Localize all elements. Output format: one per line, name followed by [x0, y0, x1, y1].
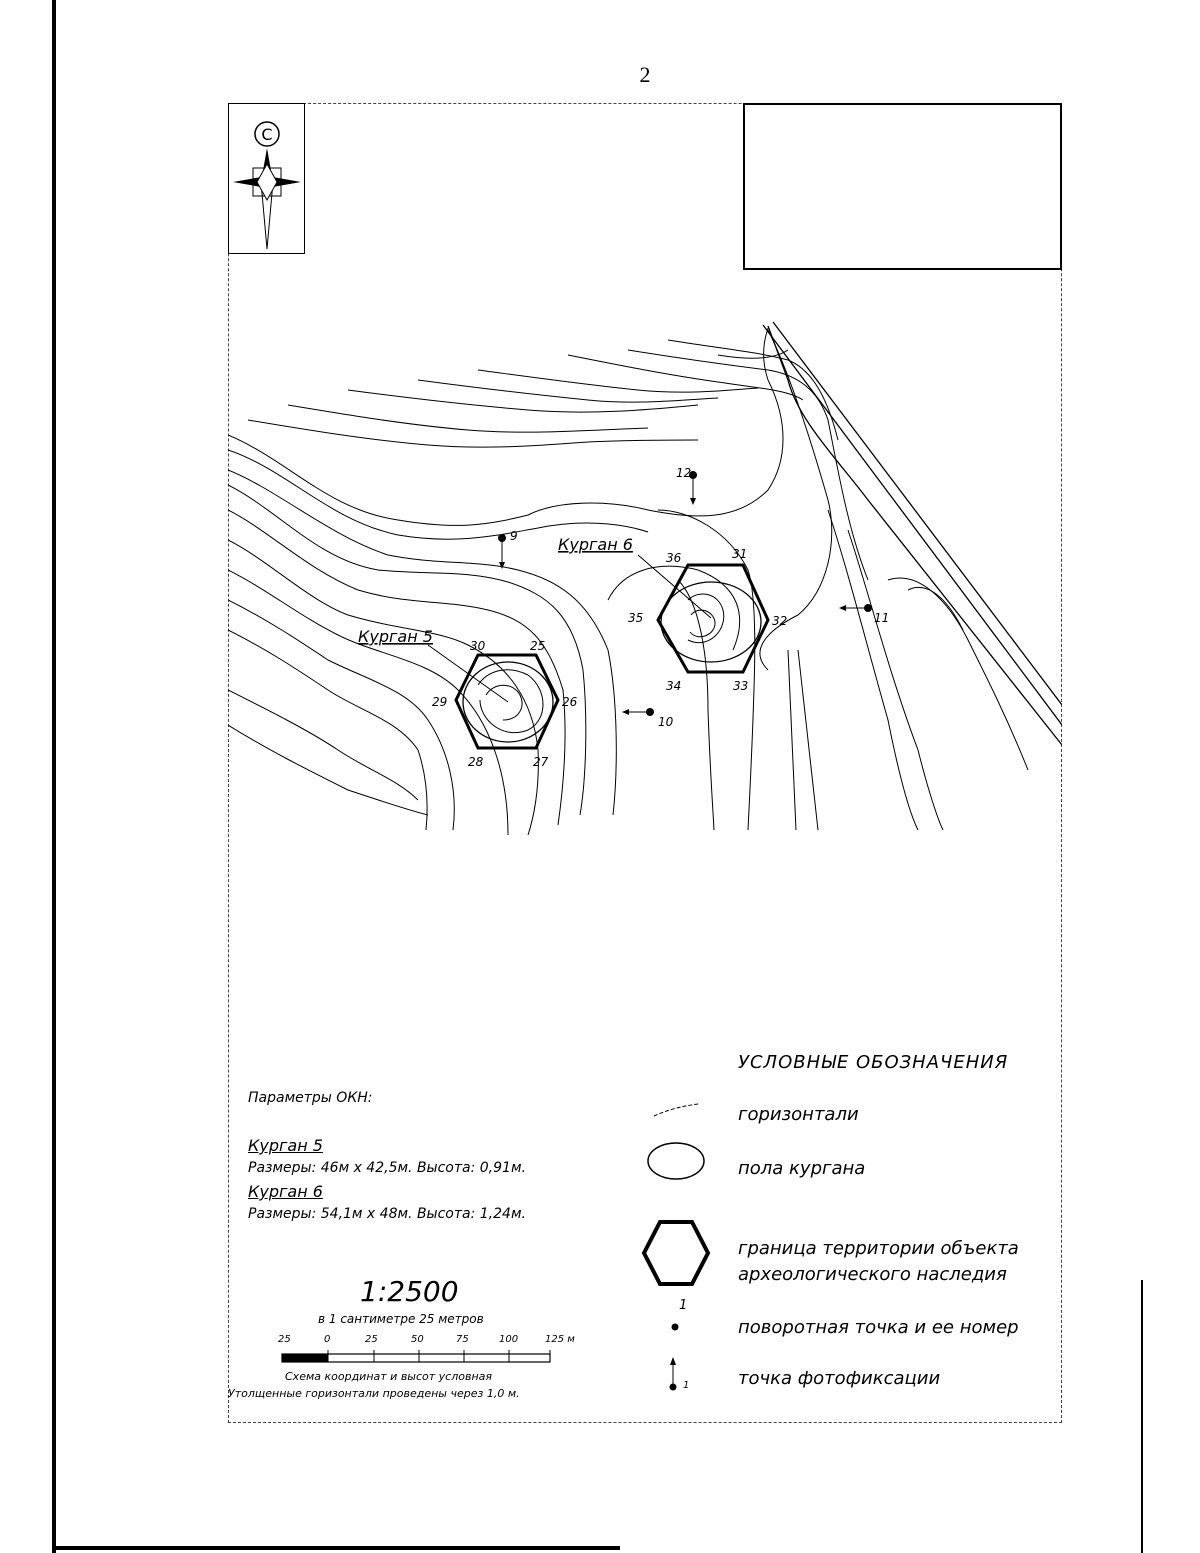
param-kurgan-5-dims: Размеры: 46м х 42,5м. Высота: 0,91м.: [248, 1160, 526, 1176]
hexagon-icon: [641, 1220, 711, 1286]
legend-title: УСЛОВНЫЕ ОБОЗНАЧЕНИЯ: [738, 1052, 1009, 1073]
mound-6-boundary-hexagon: [656, 563, 770, 674]
mound-5-group: Курган 5 30 25 26 27 28 29: [358, 627, 578, 769]
legend-photo-point-number: 1: [683, 1380, 690, 1391]
svg-text:11: 11: [874, 611, 889, 625]
mound-6-point-36: 36: [666, 551, 682, 565]
legend-photo-point-label: точка фотофиксации: [738, 1368, 941, 1389]
mound-5-point-30: 30: [470, 639, 486, 653]
photo-points: 9 12 11 10: [498, 466, 889, 729]
page-number: 2: [639, 62, 651, 87]
scale-tick-100: 100: [499, 1334, 519, 1345]
scale-tick-25: 25: [365, 1334, 378, 1345]
bottom-margin-rule: [55, 1546, 620, 1550]
mound-5-point-27: 27: [533, 755, 549, 769]
scale-tick-75: 75: [456, 1334, 469, 1345]
photo-point-12: 12: [676, 466, 697, 505]
svg-text:12: 12: [676, 466, 691, 480]
photo-point-10: 10: [622, 708, 674, 729]
mound-6-point-31: 31: [732, 547, 747, 561]
mound-5-point-25: 25: [530, 639, 545, 653]
topographic-map: Курган 6 36 31 32 33 34 35 Курган 5 30 2…: [228, 321, 1062, 836]
map-frame: [228, 103, 1062, 1423]
ellipse-icon: [647, 1142, 705, 1180]
svg-text:10: 10: [658, 715, 674, 729]
photo-point-11: 11: [839, 604, 889, 625]
legend-turning-point-number: 1: [679, 1298, 688, 1313]
mound-6-floor-ellipse: [660, 581, 762, 663]
mound-5-label: Курган 5: [358, 627, 433, 646]
mound-5-boundary-hexagon: [454, 653, 560, 750]
scale-subtitle: в 1 сантиметре 25 метров: [318, 1312, 484, 1326]
param-kurgan-6-name: Курган 6: [248, 1182, 323, 1201]
mound-6-label: Курган 6: [558, 535, 633, 554]
scale-tick-50: 50: [411, 1334, 424, 1345]
mound-6-point-33: 33: [733, 679, 748, 693]
mound-6-point-32: 32: [772, 614, 787, 628]
left-margin-rule: [52, 0, 56, 1553]
scheme-note-2: Утолщенные горизонтали проведены через 1…: [228, 1387, 520, 1400]
mound-6-group: Курган 6 36 31 32 33 34 35: [558, 535, 787, 693]
svg-text:9: 9: [510, 529, 518, 543]
mound-6-point-34: 34: [666, 679, 681, 693]
scale-bar: [281, 1350, 551, 1363]
legend-mound-floor-label: пола кургана: [738, 1158, 866, 1179]
mound-5-point-26: 26: [562, 695, 578, 709]
stamp-box: [743, 103, 1062, 270]
road-lines: [762, 321, 1062, 746]
photo-point-9: 9: [498, 529, 518, 569]
scale-ratio: 1:2500: [360, 1275, 459, 1308]
scale-tick-25-left: 25: [278, 1334, 291, 1345]
parameters-title: Параметры ОКН:: [248, 1090, 373, 1106]
scale-tick-0: 0: [324, 1334, 331, 1345]
mound-5-floor-ellipse: [462, 661, 554, 743]
legend-boundary-label-line1: граница территории объекта: [738, 1238, 1019, 1259]
legend-contours-label: горизонтали: [738, 1104, 859, 1125]
compass-north-label: С: [261, 125, 272, 144]
scale-tick-125: 125 м: [545, 1334, 575, 1345]
scheme-note-1: Схема координат и высот условная: [285, 1370, 493, 1383]
contour-lines: [228, 327, 1029, 836]
compass-box: С: [228, 103, 305, 254]
right-margin-rule: [1141, 1280, 1143, 1553]
legend-turning-point-label: поворотная точка и ее номер: [738, 1317, 1019, 1338]
mound-6-point-35: 35: [628, 611, 643, 625]
param-kurgan-6-dims: Размеры: 54,1м х 48м. Высота: 1,24м.: [248, 1206, 526, 1222]
legend-boundary-label-line2: археологического наследия: [738, 1264, 1007, 1285]
mound-5-point-29: 29: [432, 695, 447, 709]
param-kurgan-5-name: Курган 5: [248, 1136, 323, 1155]
mound-5-point-28: 28: [468, 755, 484, 769]
compass-rose-icon: С: [233, 121, 301, 250]
contour-line-icon: [653, 1103, 699, 1117]
mound-6-leader-line: [637, 554, 712, 619]
photo-arrow-icon: [669, 1357, 677, 1391]
dot-icon: [671, 1323, 679, 1331]
mound-5-leader-line: [427, 644, 509, 703]
